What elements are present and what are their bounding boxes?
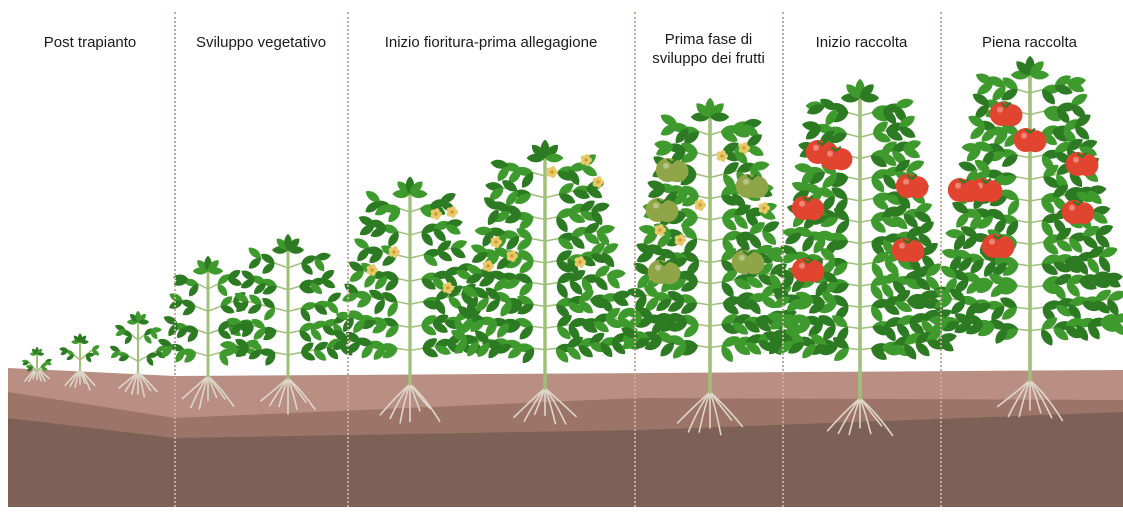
red-fruit-highlight [799,201,805,207]
flower-center [762,206,765,209]
flower-petal [584,154,589,159]
red-fruit [820,146,853,170]
flower-center [486,264,489,267]
flower [389,246,400,258]
flower-center [578,260,581,263]
stage-label-inizio-fioritura: Inizio fioritura-prima allegagione [350,33,632,52]
red-fruit-body [992,236,1014,258]
red-fruit-highlight [799,263,805,269]
flower [695,199,706,211]
flower-center [742,146,745,149]
red-fruit-body [1000,104,1022,126]
flower-petal [450,206,455,211]
red-fruit-body [902,240,924,262]
flower-center [658,228,661,231]
flower-petal [578,256,583,261]
flower-center [596,180,599,183]
flower [547,166,558,178]
flower-petal [658,224,663,229]
green-fruit-highlight [653,203,659,209]
flower-petal [762,202,767,207]
red-fruit-body [1076,154,1098,176]
flower-petal [720,150,725,155]
flower-center [584,158,587,161]
red-fruit-body [1072,202,1094,224]
red-fruit-highlight [1021,133,1027,139]
red-fruit-body [802,260,824,282]
red-fruit-body [906,176,928,198]
flower-petal [742,142,747,147]
stage-label-post-trapianto: Post trapianto [10,33,170,52]
red-fruit-highlight [989,239,995,245]
flower-petal [494,236,499,241]
flower-center [434,212,437,215]
flower-petal [434,208,439,213]
stage-label-sviluppo-vegetativo: Sviluppo vegetativo [176,33,346,52]
red-fruit [896,174,929,198]
stage-divider [174,12,176,507]
red-fruit-highlight [1069,205,1075,211]
flower-center [450,210,453,213]
flower-center [494,240,497,243]
flower-petal [678,234,683,239]
red-fruit-highlight [903,179,909,185]
flower-center [698,203,701,206]
stage-divider [940,12,942,507]
flower-petal [392,246,397,251]
flower [593,176,604,188]
green-fruit [736,174,769,198]
flower-petal [698,199,703,204]
green-fruit-highlight [739,255,745,261]
red-fruit-highlight [813,145,819,151]
red-fruit-body [830,148,852,170]
flower-center [550,170,553,173]
flower-petal [446,282,451,287]
green-fruit-highlight [663,163,669,169]
stage-label-inizio-raccolta: Inizio raccolta [784,33,939,52]
green-fruit-body [658,262,680,284]
flower-center [678,238,681,241]
plant-full-harvest [929,56,1123,421]
flower-center [720,154,723,157]
stage-divider [347,12,349,507]
red-fruit [990,102,1023,126]
green-fruit-highlight [743,179,749,185]
flower-petal [370,264,375,269]
flower-petal [550,166,555,171]
red-fruit-body [958,180,980,202]
red-fruit [1014,128,1047,152]
red-fruit-highlight [827,151,833,157]
flower-center [370,268,373,271]
flower-center [510,254,513,257]
red-fruit-body [802,198,824,220]
flower [447,206,458,218]
red-fruit-highlight [955,183,961,189]
red-fruit-body [1024,130,1046,152]
red-fruit [1062,200,1095,224]
flower-petal [486,260,491,265]
flower-petal [510,250,515,255]
red-fruit-body [980,180,1002,202]
flower-petal [596,176,601,181]
green-fruit-body [656,200,678,222]
red-fruit-highlight [1073,157,1079,163]
green-fruit-highlight [655,265,661,271]
stage-divider [782,12,784,507]
flower-center [392,250,395,253]
stage-divider [634,12,636,507]
green-fruit-body [746,176,768,198]
red-fruit-highlight [997,107,1003,113]
flower-center [446,286,449,289]
red-fruit-highlight [899,243,905,249]
stage-label-piena-raccolta: Piena raccolta [942,33,1117,52]
green-fruit-body [742,252,764,274]
green-fruit-body [666,160,688,182]
stage-label-prima-fase: Prima fase di sviluppo dei frutti [636,30,781,68]
